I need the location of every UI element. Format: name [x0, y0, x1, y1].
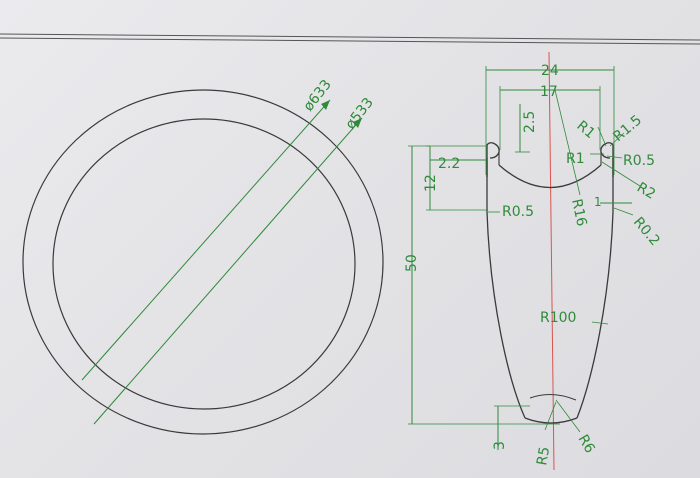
small-offset-label: 1 — [594, 195, 602, 209]
leader-r2 — [601, 161, 641, 187]
radius-label-r1-5: R1.5 — [610, 112, 645, 145]
right-hook — [600, 142, 614, 177]
outer-diameter-label: ø633 — [301, 77, 335, 115]
right-wall — [576, 158, 614, 419]
radius-label-r5: R5 — [534, 446, 553, 467]
inner-width-label: 17 — [540, 84, 558, 100]
leader-r0-5-right — [606, 155, 623, 159]
leader-r6 — [555, 399, 581, 433]
radius-label-r1-lower: R1 — [566, 151, 585, 167]
inner-diameter-label: ø533 — [343, 95, 377, 133]
leader-r1-5 — [609, 132, 625, 147]
arrowhead — [321, 100, 330, 110]
radius-label-r16: R16 — [568, 198, 589, 228]
width-label: 24 — [541, 63, 559, 79]
hook-depth-label: 2.5 — [522, 111, 538, 133]
radius-label-r6: R6 — [575, 432, 598, 456]
leader-r0-2 — [613, 207, 634, 216]
radius-label-r2: R2 — [634, 180, 658, 203]
radius-label-r0-5-right: R0.5 — [623, 153, 655, 169]
left-wall — [486, 158, 526, 419]
radius-label-r0-5-left: R0.5 — [502, 204, 534, 220]
spoke-bed-line — [529, 394, 577, 401]
radius-label-r100: R100 — [540, 310, 576, 326]
rim-bottom — [524, 417, 578, 424]
rim-profile-view: 24 17 2.5 2.2 12 50 3 1 — [404, 51, 663, 471]
leader-r16 — [554, 89, 581, 196]
diameter-line-outer — [81, 99, 331, 381]
bottom-offset-label: 3 — [492, 441, 508, 450]
bead-height-label: 12 — [423, 174, 439, 192]
radius-label-r1-upper: R1 — [573, 118, 598, 142]
left-hook — [486, 142, 500, 177]
rim-outer-circle — [22, 89, 384, 435]
profile-centerline — [548, 51, 555, 471]
total-height-label: 50 — [404, 254, 420, 272]
hook-width-label: 2.2 — [438, 156, 460, 172]
radius-label-r0-2: R0.2 — [630, 214, 663, 249]
rim-bed — [498, 164, 602, 189]
leader-r1-upper — [597, 126, 607, 147]
arrowhead — [353, 118, 362, 128]
rim-circle-view: ø633 ø533 — [22, 77, 384, 435]
border-line-bottom — [0, 37, 700, 45]
border-line-top — [0, 33, 700, 41]
diameter-line-inner — [93, 117, 363, 425]
leader-r5 — [544, 401, 557, 431]
leader-r100 — [591, 321, 609, 325]
rim-inner-circle — [52, 118, 356, 410]
